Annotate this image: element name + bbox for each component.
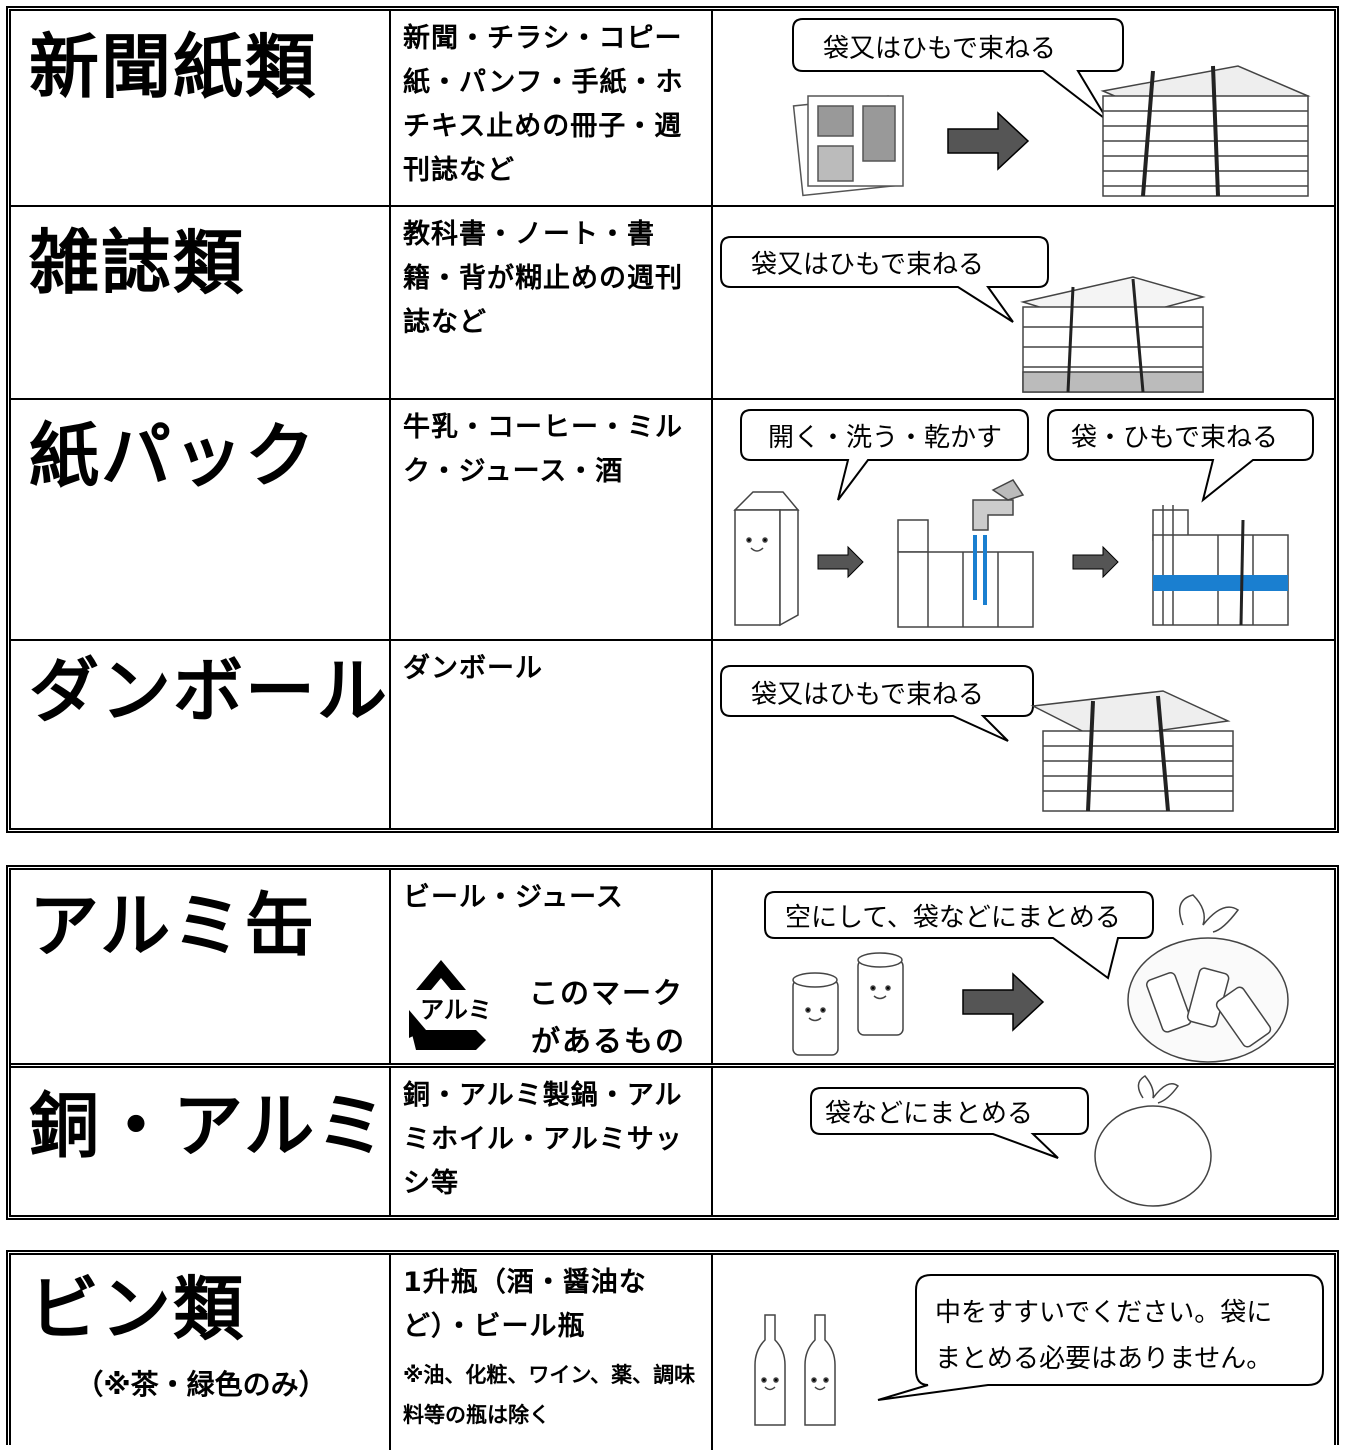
category-description: 銅・アルミ製鍋・アルミホイル・アルミサッシ等 bbox=[403, 1080, 683, 1199]
category-title: 雑誌類 bbox=[29, 222, 245, 304]
bubble-text: 袋・ひもで束ねる bbox=[1071, 423, 1278, 453]
speech-bubble bbox=[764, 891, 1154, 980]
row-cardboard: ダンボール ダンボール 袋又はひもで束ねる bbox=[11, 641, 1334, 828]
speech-bubble bbox=[720, 665, 1034, 742]
cans-icon bbox=[792, 952, 904, 1056]
milk-carton-icon bbox=[733, 491, 800, 627]
bundled-cardboard-icon bbox=[1030, 690, 1234, 812]
newspaper-icon bbox=[792, 95, 904, 197]
category-title: ビン類 bbox=[29, 1268, 245, 1350]
row-magazine: 雑誌類 教科書・ノート・書籍・背が糊止めの週刊誌など 袋又はひもで束ねる bbox=[11, 207, 1334, 400]
arrow-right-icon bbox=[947, 111, 1030, 171]
paper-table: 新聞紙類 新聞・チラシ・コピー紙・パンフ・手紙・ホチキス止めの冊子・週刊誌など … bbox=[6, 6, 1339, 833]
bottles-icon bbox=[754, 1314, 836, 1426]
category-title: 新聞紙類 bbox=[29, 26, 317, 108]
metal-table: アルミ缶 ビール・ジュース アルミ このマーク があるもの 空にして、袋などにま… bbox=[6, 865, 1339, 1220]
category-title: 銅・アルミ bbox=[29, 1085, 389, 1167]
bubble-text: 開く・洗う・乾かす bbox=[768, 423, 1002, 453]
row-paper-carton: 紙パック 牛乳・コーヒー・ミルク・ジュース・酒 開く・洗う・乾かす 袋・ひもで束… bbox=[11, 400, 1334, 641]
bubble-text: 袋又はひもで束ねる bbox=[823, 34, 1056, 64]
category-description: 新聞・チラシ・コピー紙・パンフ・手紙・ホチキス止めの冊子・週刊誌など bbox=[403, 23, 684, 186]
svg-text:アルミ: アルミ bbox=[420, 996, 492, 1024]
illustration-cell: 袋又はひもで束ねる bbox=[713, 207, 1334, 398]
cardboard-illustration: 袋又はひもで束ねる bbox=[720, 665, 1234, 812]
tied-bag-icon bbox=[1094, 1075, 1212, 1207]
category-note: ※油、化粧、ワイン、薬、調味料等の瓶は除く bbox=[403, 1363, 696, 1427]
aluminum-recycle-mark-icon: アルミ bbox=[409, 960, 492, 1050]
row-copper-aluminum: 銅・アルミ 銅・アルミ製鍋・アルミホイル・アルミサッシ等 袋などにまとめる bbox=[11, 1068, 1334, 1215]
bubble-text-line-1: 中をすすいでください。袋に bbox=[935, 1298, 1272, 1328]
category-description: ビール・ジュース bbox=[403, 882, 624, 913]
speech-bubble bbox=[740, 409, 1029, 501]
bubble-text: 空にして、袋などにまとめる bbox=[785, 903, 1121, 933]
category-description: 1升瓶（酒・醤油など）・ビール瓶 bbox=[403, 1267, 647, 1342]
category-title: ダンボール bbox=[29, 650, 389, 732]
illustration-cell: 袋又はひもで束ねる bbox=[713, 11, 1334, 205]
illustration-cell: 袋又はひもで束ねる bbox=[713, 641, 1334, 828]
bubble-text: 袋又はひもで束ねる bbox=[751, 680, 984, 710]
bag-of-cans-icon bbox=[1127, 894, 1289, 1063]
category-description: 牛乳・コーヒー・ミルク・ジュース・酒 bbox=[403, 412, 683, 487]
bundled-cartons-icon bbox=[1152, 505, 1289, 626]
illustration-cell: 空にして、袋などにまとめる bbox=[713, 870, 1334, 1063]
arrow-right-icon bbox=[1072, 545, 1119, 579]
arrow-right-icon bbox=[817, 545, 864, 579]
mark-caption-2: があるもの bbox=[531, 1024, 687, 1058]
speech-bubble bbox=[810, 1087, 1089, 1159]
bag-illustration: 袋などにまとめる bbox=[810, 1075, 1212, 1207]
opened-carton-washing-icon bbox=[897, 479, 1034, 628]
illustration-cell: 中をすすいでください。袋に まとめる必要はありません。 bbox=[713, 1255, 1334, 1450]
speech-bubble bbox=[720, 236, 1049, 323]
category-description: ダンボール bbox=[403, 653, 543, 684]
illustration-cell: 袋などにまとめる bbox=[713, 1068, 1334, 1215]
bottle-illustration: 中をすすいでください。袋に まとめる必要はありません。 bbox=[754, 1274, 1324, 1426]
newspaper-illustration: 袋又はひもで束ねる bbox=[792, 18, 1311, 197]
category-title: アルミ缶 bbox=[29, 885, 317, 967]
category-subtitle: （※茶・緑色のみ） bbox=[75, 1368, 327, 1401]
mark-caption-1: このマーク bbox=[529, 976, 685, 1010]
illustration-cell: 開く・洗う・乾かす 袋・ひもで束ねる bbox=[713, 400, 1334, 639]
row-bottles: ビン類 （※茶・緑色のみ） 1升瓶（酒・醤油など）・ビール瓶 ※油、化粧、ワイン… bbox=[11, 1255, 1334, 1450]
row-newspaper: 新聞紙類 新聞・チラシ・コピー紙・パンフ・手紙・ホチキス止めの冊子・週刊誌など … bbox=[11, 11, 1334, 207]
speech-bubble bbox=[1047, 409, 1314, 503]
magazine-illustration: 袋又はひもで束ねる bbox=[720, 236, 1206, 393]
row-aluminum-can: アルミ缶 ビール・ジュース アルミ このマーク があるもの 空にして、袋などにま… bbox=[11, 870, 1334, 1068]
category-title: 紙パック bbox=[29, 415, 317, 497]
speech-bubble bbox=[877, 1274, 1324, 1401]
bundled-newspapers-icon bbox=[1100, 65, 1311, 197]
can-illustration: 空にして、袋などにまとめる bbox=[764, 891, 1289, 1063]
bundled-magazines-icon bbox=[1020, 276, 1206, 393]
category-description: 教科書・ノート・書籍・背が糊止めの週刊誌など bbox=[403, 219, 683, 338]
bubble-text-line-2: まとめる必要はありません。 bbox=[935, 1344, 1272, 1374]
carton-illustration: 開く・洗う・乾かす 袋・ひもで束ねる bbox=[733, 409, 1314, 628]
bubble-text: 袋又はひもで束ねる bbox=[751, 250, 984, 280]
arrow-right-icon bbox=[962, 972, 1045, 1032]
speech-bubble bbox=[792, 18, 1124, 122]
glass-table: ビン類 （※茶・緑色のみ） 1升瓶（酒・醤油など）・ビール瓶 ※油、化粧、ワイン… bbox=[6, 1250, 1339, 1450]
bubble-text: 袋などにまとめる bbox=[825, 1099, 1033, 1129]
